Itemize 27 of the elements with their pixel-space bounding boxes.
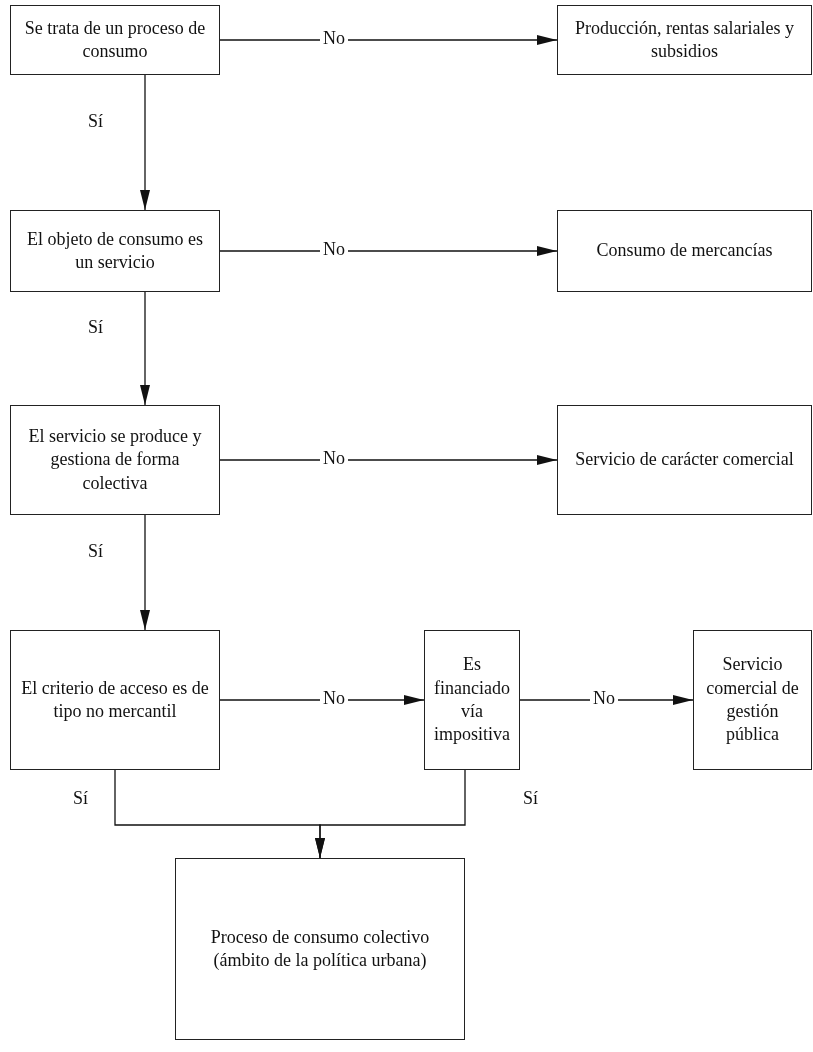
arrow [140,291,150,406]
process-box [693,630,812,770]
box-text: Servicio de carácter comercial [575,448,794,472]
process-box [10,5,220,75]
arrow [140,514,150,631]
box-text: Se trata de un proceso de consumo [23,16,207,63]
process-box [10,405,220,515]
box-text: Consumo de mercancías [596,239,773,263]
process-box [557,5,812,75]
box-text: Servicio comercial de gestión pública [705,653,800,747]
box-text: El objeto de consumo es un servicio [26,227,204,274]
arrow [219,455,558,465]
process-box [557,405,812,515]
arrow [140,74,150,211]
process-box [10,630,220,770]
process-box [557,210,812,292]
arrow [219,35,558,45]
box-text: El servicio se produce y gestiona de forma colectiva [27,424,203,495]
box-text: Producción, rentas salariales y subsidios [574,16,795,63]
arrow [219,246,558,256]
box-text: Proceso de consumo colectivo (ámbito de la política urbana) [209,925,431,972]
process-box [424,630,520,770]
process-box [175,858,465,1040]
box-text: El criterio de acceso es de tipo no mercantil [20,676,210,723]
process-box [10,210,220,292]
box-text: Es financiado vía impositiva [433,653,511,747]
arrow [315,769,466,859]
